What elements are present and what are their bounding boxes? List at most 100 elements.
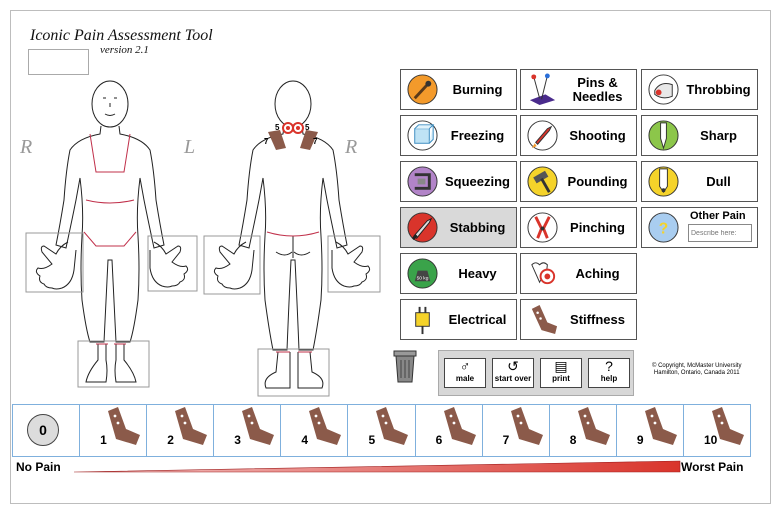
- back-right-hand-figure[interactable]: [213, 241, 255, 290]
- hammer-icon: [527, 166, 558, 197]
- stiff-joint-icon: [443, 407, 476, 445]
- stiff-joint-icon: [309, 407, 342, 445]
- pain-label: Pounding: [567, 173, 628, 189]
- pain-pinching-button[interactable]: Pinching: [520, 207, 637, 248]
- stiff-joint-icon: [376, 407, 409, 445]
- body-diagram[interactable]: [0, 0, 390, 400]
- pain-label: Aching: [575, 265, 620, 281]
- pain-sharp-button[interactable]: Sharp: [641, 115, 758, 156]
- stiff-joint-icon: [175, 407, 208, 445]
- help-icon: ?: [605, 358, 613, 374]
- male-button[interactable]: ♂ male: [444, 358, 486, 388]
- aching-tooth-icon: [531, 262, 556, 285]
- front-left-hand-figure[interactable]: [149, 241, 189, 288]
- pain-scale: 0 1 2 3 4 5 6 7 8 9 10: [12, 404, 751, 457]
- scale-cell[interactable]: 1: [80, 405, 148, 456]
- app-version: version 2.1: [100, 44, 149, 56]
- match-flame-icon: [407, 74, 438, 105]
- stiff-joint-icon: [242, 407, 275, 445]
- scale-cell[interactable]: 2: [147, 405, 215, 456]
- pain-stiffness-button[interactable]: Stiffness: [520, 299, 637, 340]
- dull-pencil-icon: [648, 166, 679, 197]
- front-body-figure[interactable]: [55, 80, 165, 343]
- scale-cell[interactable]: 6: [416, 405, 483, 456]
- patient-name-input[interactable]: [28, 49, 89, 75]
- pain-throbbing-button[interactable]: Throbbing: [641, 69, 758, 110]
- pain-aching-button[interactable]: Aching: [520, 253, 637, 294]
- rocket-icon: [527, 120, 558, 151]
- pain-dull-button[interactable]: Dull: [641, 161, 758, 202]
- pain-heavy-button[interactable]: 50 kg Heavy: [400, 253, 517, 294]
- scale-cell[interactable]: 10: [684, 405, 750, 456]
- knife-icon: [407, 212, 438, 243]
- document-icon: ▤: [554, 358, 568, 374]
- pain-label: Freezing: [450, 127, 505, 143]
- pain-label: Throbbing: [686, 81, 751, 97]
- back-right-label: R: [345, 136, 358, 158]
- back-feet-figure[interactable]: [264, 351, 324, 389]
- pain-shooting-button[interactable]: Shooting: [520, 115, 637, 156]
- stiff-joint-icon: [644, 407, 677, 445]
- throbbing-toe-icon: [648, 74, 679, 105]
- marker-label: 7: [264, 137, 269, 146]
- scale-cell-0[interactable]: 0: [13, 405, 81, 456]
- pain-other-box[interactable]: ? Other Pain: [641, 207, 758, 248]
- pain-label: Sharp: [700, 127, 737, 143]
- print-button[interactable]: ▤ print: [540, 358, 582, 388]
- pain-freezing-button[interactable]: Freezing: [400, 115, 517, 156]
- weight-icon-text: 50 kg: [417, 275, 429, 281]
- marker-label: 5: [305, 123, 310, 132]
- toolbar-panel: ♂ male ↺ start over ▤ print ? help: [438, 350, 634, 396]
- undo-icon: ↺: [507, 358, 519, 374]
- pain-electrical-button[interactable]: Electrical: [400, 299, 517, 340]
- pain-pins-needles-button[interactable]: Pins & Needles: [520, 69, 637, 110]
- pain-label: Burning: [452, 81, 503, 97]
- start-over-button[interactable]: ↺ start over: [492, 358, 534, 388]
- front-left-label: L: [184, 136, 196, 158]
- stiff-joint-icon: [711, 407, 744, 445]
- pain-label: Stiffness: [570, 311, 625, 327]
- pain-label: Pins & Needles: [572, 74, 623, 104]
- back-body-figure[interactable]: [238, 80, 348, 351]
- marker-label: 5: [275, 123, 280, 132]
- pain-burning-button[interactable]: Burning: [400, 69, 517, 110]
- app-title: Iconic Pain Assessment Tool: [30, 27, 213, 44]
- pain-label: Dull: [706, 173, 731, 189]
- back-left-hand-figure[interactable]: [331, 241, 371, 288]
- stiff-joint-icon: [108, 407, 141, 445]
- other-pain-label: Other Pain: [690, 210, 746, 222]
- help-button[interactable]: ? help: [588, 358, 630, 388]
- marker-label: 7: [313, 137, 318, 146]
- copyright-text: © Copyright, McMaster University Hamilto…: [652, 363, 742, 376]
- scale-cell[interactable]: 4: [281, 405, 349, 456]
- scale-cell[interactable]: 7: [483, 405, 550, 456]
- stiff-joint-icon: [510, 407, 543, 445]
- weight-icon: 50 kg: [407, 258, 438, 289]
- pain-label: Heavy: [458, 265, 497, 281]
- other-pain-input[interactable]: [688, 224, 752, 242]
- scale-zero-button[interactable]: 0: [27, 414, 59, 446]
- ice-cube-icon: [407, 120, 438, 151]
- male-icon: ♂: [459, 358, 471, 374]
- pain-pounding-button[interactable]: Pounding: [520, 161, 637, 202]
- scale-cell[interactable]: 8: [550, 405, 617, 456]
- scale-cell[interactable]: 9: [617, 405, 684, 456]
- svg-text:?: ?: [659, 220, 668, 237]
- pain-label: Electrical: [448, 311, 507, 327]
- stiff-joint-icon: [531, 304, 558, 335]
- pain-squeezing-button[interactable]: Squeezing: [400, 161, 517, 202]
- pain-label: Shooting: [569, 127, 626, 143]
- scale-cell[interactable]: 5: [348, 405, 416, 456]
- pain-stabbing-button[interactable]: Stabbing: [400, 207, 517, 248]
- front-feet-figure[interactable]: [85, 344, 137, 383]
- neck-pain-markers[interactable]: [268, 122, 318, 150]
- scale-cell[interactable]: 3: [214, 405, 282, 456]
- front-right-label: R: [20, 136, 33, 158]
- front-right-hand-figure[interactable]: [35, 241, 77, 290]
- pliers-icon: [527, 212, 558, 243]
- question-icon: ?: [648, 212, 679, 243]
- trash-icon[interactable]: [393, 350, 417, 384]
- clamp-icon: [407, 166, 438, 197]
- pins-needles-icon: [529, 73, 556, 106]
- stiff-joint-icon: [577, 407, 610, 445]
